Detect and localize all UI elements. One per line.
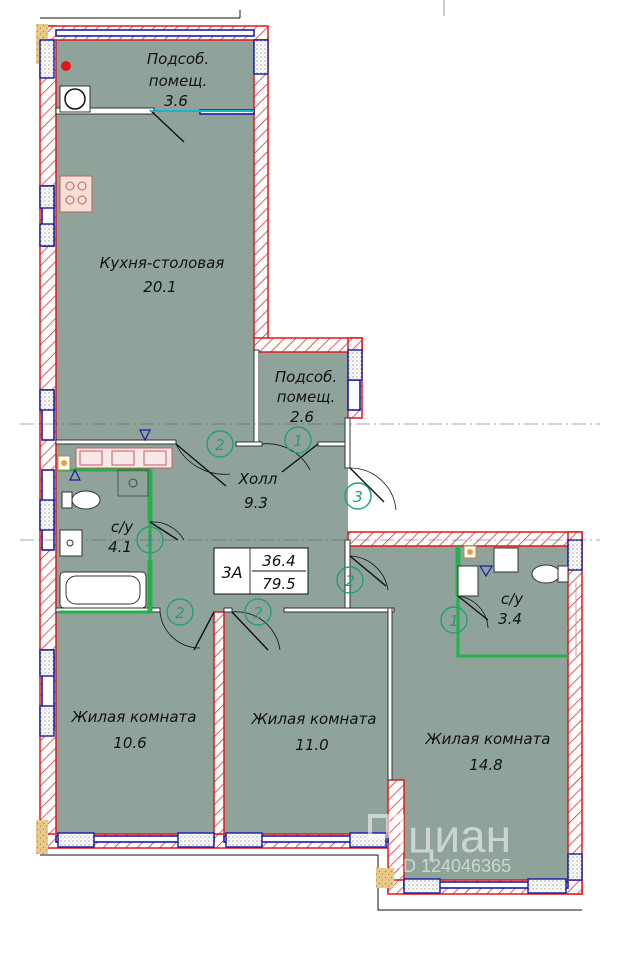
watermark-brand: циан bbox=[408, 810, 511, 862]
door-marker-bath-left: 1 bbox=[136, 526, 164, 554]
label-utility-mid-area: 2.6 bbox=[290, 408, 314, 426]
label-living1-area: 10.6 bbox=[113, 734, 146, 752]
label-kitchen-name: Кухня-столовая bbox=[100, 254, 225, 272]
badge-type: 3А bbox=[221, 563, 242, 582]
vent-icon bbox=[117, 469, 149, 497]
label-kitchen-area: 20.1 bbox=[143, 278, 176, 296]
label-utility-top-area: 3.6 bbox=[164, 92, 188, 110]
label-utility-top-line1: Подсоб. bbox=[147, 50, 209, 68]
label-bath-right-name: с/у bbox=[501, 590, 524, 608]
label-hall-name: Холл bbox=[238, 470, 278, 488]
label-utility-mid-line2: помещ. bbox=[277, 388, 335, 406]
label-bath-left-area: 4.1 bbox=[108, 538, 132, 556]
door-marker-room1: 2 bbox=[166, 598, 194, 626]
guides bbox=[20, 0, 600, 541]
label-living2-name: Жилая комната bbox=[251, 710, 377, 728]
room-utility-mid-fill bbox=[260, 350, 348, 440]
svg-text:2: 2 bbox=[253, 604, 263, 622]
svg-text:1: 1 bbox=[449, 612, 459, 630]
badge-living-area: 36.4 bbox=[262, 552, 295, 570]
svg-text:1: 1 bbox=[293, 432, 303, 450]
door-marker-bath-right: 1 bbox=[440, 606, 468, 634]
wall-room1-right bbox=[213, 611, 225, 835]
label-utility-mid-line1: Подсоб. bbox=[275, 368, 337, 386]
room-living2-fill bbox=[224, 612, 390, 834]
label-bath-right-area: 3.4 bbox=[498, 610, 522, 628]
wardrobe-icon bbox=[75, 447, 173, 469]
washer-icon bbox=[457, 565, 479, 597]
window-top bbox=[55, 29, 255, 37]
washbasin-left-icon bbox=[59, 529, 83, 557]
washbasin-right-icon bbox=[493, 547, 519, 573]
watermark: циан ID 124046365 bbox=[368, 810, 511, 876]
label-utility-top-line2: помещ. bbox=[149, 72, 207, 90]
label-living3-name: Жилая комната bbox=[425, 730, 551, 748]
stove-icon bbox=[59, 175, 93, 213]
label-living2-area: 11.0 bbox=[295, 736, 328, 754]
bathtub-icon bbox=[59, 571, 147, 609]
watermark-id: ID 124046365 bbox=[398, 856, 511, 876]
door-marker-entry: 3 bbox=[344, 482, 372, 510]
door-marker-kitchen: 2 bbox=[206, 430, 234, 458]
label-hall-area: 9.3 bbox=[244, 494, 268, 512]
badge-total-area: 79.5 bbox=[262, 575, 295, 593]
window-room2 bbox=[223, 835, 389, 843]
sink-icon bbox=[59, 329, 85, 371]
valve-icon bbox=[139, 429, 151, 442]
doors bbox=[149, 109, 489, 651]
label-bath-left-name: с/у bbox=[111, 518, 134, 536]
room-living1-fill bbox=[56, 612, 214, 834]
door-marker-room2: 2 bbox=[244, 598, 272, 626]
fixtures bbox=[57, 61, 577, 656]
svg-text:2: 2 bbox=[215, 436, 225, 454]
svg-text:3: 3 bbox=[353, 488, 363, 506]
interior-walls bbox=[55, 107, 395, 835]
apartment-badge bbox=[213, 547, 309, 595]
door-marker-room3: 2 bbox=[336, 566, 364, 594]
label-living1-name: Жилая комната bbox=[71, 708, 197, 726]
windows bbox=[39, 29, 583, 894]
svg-text:2: 2 bbox=[175, 604, 185, 622]
room-fills bbox=[56, 40, 568, 880]
door-marker-utility: 1 bbox=[284, 426, 312, 454]
riser-icon bbox=[61, 61, 71, 71]
wall-hall-top bbox=[55, 439, 177, 445]
watermark-logo-icon bbox=[368, 814, 404, 852]
svg-text:2: 2 bbox=[345, 572, 355, 590]
room-living3-fill bbox=[348, 545, 568, 880]
svg-text:1: 1 bbox=[145, 532, 155, 550]
label-living3-area: 14.8 bbox=[469, 756, 502, 774]
